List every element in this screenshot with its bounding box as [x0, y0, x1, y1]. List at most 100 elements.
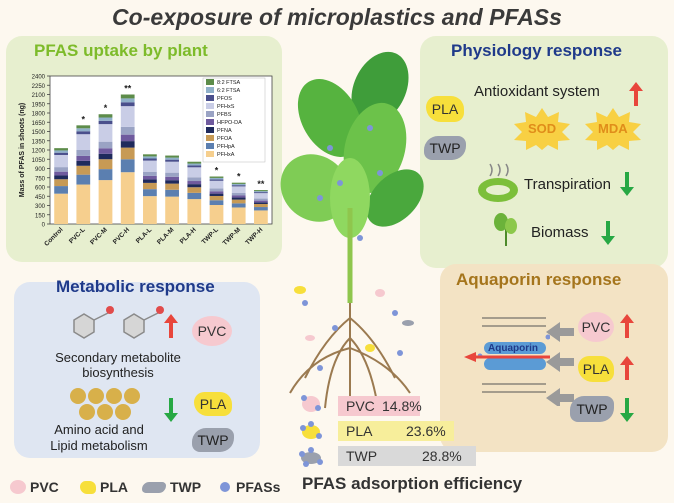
bar-segment: [231, 185, 246, 187]
bar-segment: [120, 172, 135, 224]
bar-segment: [76, 160, 91, 166]
y-tick-label: 450: [35, 195, 46, 201]
legend-pvc-label: PVC: [30, 479, 59, 495]
bar-segment: [76, 125, 91, 129]
bar-segment: [209, 195, 224, 201]
y-tick-label: 300: [35, 204, 46, 210]
transpiration-label: Transpiration: [524, 176, 611, 193]
adsorption-pvc-value: 14.8%: [382, 398, 422, 414]
legend-label: PFOA: [217, 136, 232, 142]
bar-segment: [143, 171, 157, 176]
bar-segment: [209, 176, 224, 178]
bar-segment: [98, 148, 113, 154]
transpiration-down-arrow-icon: [620, 172, 634, 196]
bar-segment: [76, 128, 91, 132]
bar-segment: [165, 176, 179, 181]
y-tick-label: 1500: [32, 130, 46, 136]
bar-segment: [54, 186, 68, 194]
biomass-down-arrow-icon: [601, 221, 615, 245]
bar-segment: [98, 180, 113, 224]
bar-segment: [254, 198, 268, 201]
y-tick-label: 1050: [32, 158, 46, 164]
metabolic-twp-badge: TWP: [192, 428, 234, 452]
antioxidant-label: Antioxidant system: [474, 83, 600, 100]
bar-segment: [187, 187, 202, 193]
bar-segment: [254, 192, 268, 194]
bar-segment: [76, 134, 91, 150]
stomata-icon: [478, 163, 518, 202]
x-tick-label: PLA-L: [135, 226, 154, 245]
bar-segment: [120, 94, 135, 99]
x-tick-label: PVC-M: [89, 226, 109, 246]
bar-segment: [254, 193, 268, 199]
adsorption-title: PFAS adsorption efficiency: [302, 474, 523, 493]
bar-segment: [76, 131, 91, 135]
molecule-structure-icon: [73, 306, 164, 339]
legend-label: 8:2 FTSA: [217, 80, 241, 86]
y-tick-label: 1200: [32, 149, 46, 155]
bar-segment: [165, 183, 179, 190]
x-tick-label: PLA-M: [156, 226, 176, 246]
bar-segment: [76, 150, 91, 156]
legend-bar: PVC PLA TWP PFASs: [6, 476, 298, 498]
bar-segment: [120, 98, 135, 103]
legend-label: PFBS: [217, 112, 232, 118]
y-axis-label: Mass of PFAS in shoots (ng): [19, 103, 26, 198]
y-tick-label: 1650: [32, 121, 46, 127]
gray-arrows-icon: [546, 322, 574, 406]
bar-segment: [187, 184, 202, 188]
x-tick-label: PVC-H: [112, 226, 131, 245]
legend-swatch: [206, 127, 214, 133]
bar-segment: [187, 163, 202, 166]
legend-label: PFOS: [217, 96, 232, 102]
bar-segment: [231, 203, 246, 208]
x-tick-label: Control: [43, 226, 64, 247]
leaves: [280, 51, 424, 238]
aquaporin-pvc-badge: PVC: [578, 312, 614, 342]
legend-swatch: [206, 87, 214, 93]
significance-mark: **: [124, 84, 132, 94]
bar-segment: [231, 207, 246, 224]
legend-label: PFNA: [217, 128, 232, 134]
y-tick-label: 750: [35, 176, 46, 182]
sod-burst-icon: [514, 108, 570, 150]
legend-pvc-icon: [10, 480, 26, 494]
legend-label: PFHxA: [217, 152, 235, 158]
legend-swatch: [206, 111, 214, 117]
bar-segment: [165, 180, 179, 184]
significance-mark: **: [257, 179, 265, 189]
y-tick-label: 1350: [32, 139, 46, 145]
bar-segment: [187, 181, 202, 185]
bar-segment: [231, 197, 246, 200]
legend-swatch: [206, 135, 214, 141]
aquaporin-label: Aquaporin: [488, 343, 538, 354]
y-tick-label: 150: [35, 213, 46, 219]
x-tick-label: PVC-L: [68, 226, 87, 245]
bar-segment: [120, 159, 135, 173]
bar-segment: [76, 184, 91, 224]
secondary-up-arrow-icon: [164, 314, 178, 338]
aquaporin-pla-badge: PLA: [578, 356, 614, 382]
bar-segment: [98, 124, 113, 142]
bar-segment: [143, 154, 157, 157]
bar-segment: [254, 202, 268, 204]
legend-pfas-icon: [220, 482, 230, 492]
significance-mark: *: [215, 166, 219, 176]
bar-segment: [76, 155, 91, 161]
uptake-title: PFAS uptake by plant: [34, 41, 208, 60]
bar-segment: [143, 158, 157, 161]
adsorption-twp-name: TWP: [346, 448, 378, 464]
aquaporin-title: Aquaporin response: [456, 270, 622, 289]
bar-segment: [187, 165, 202, 168]
bar-segment: [209, 180, 224, 189]
y-tick-label: 1800: [32, 112, 46, 118]
bar-segment: [54, 171, 68, 176]
legend-swatch: [206, 95, 214, 101]
bar-segment: [120, 106, 135, 127]
bar-segment: [187, 161, 202, 164]
legend-swatch: [206, 143, 214, 149]
bar-segment: [143, 175, 157, 180]
bar-segment: [54, 175, 68, 180]
aquaporin-twp-down-arrow-icon: [620, 398, 634, 422]
mda-label: MDA: [598, 121, 628, 136]
